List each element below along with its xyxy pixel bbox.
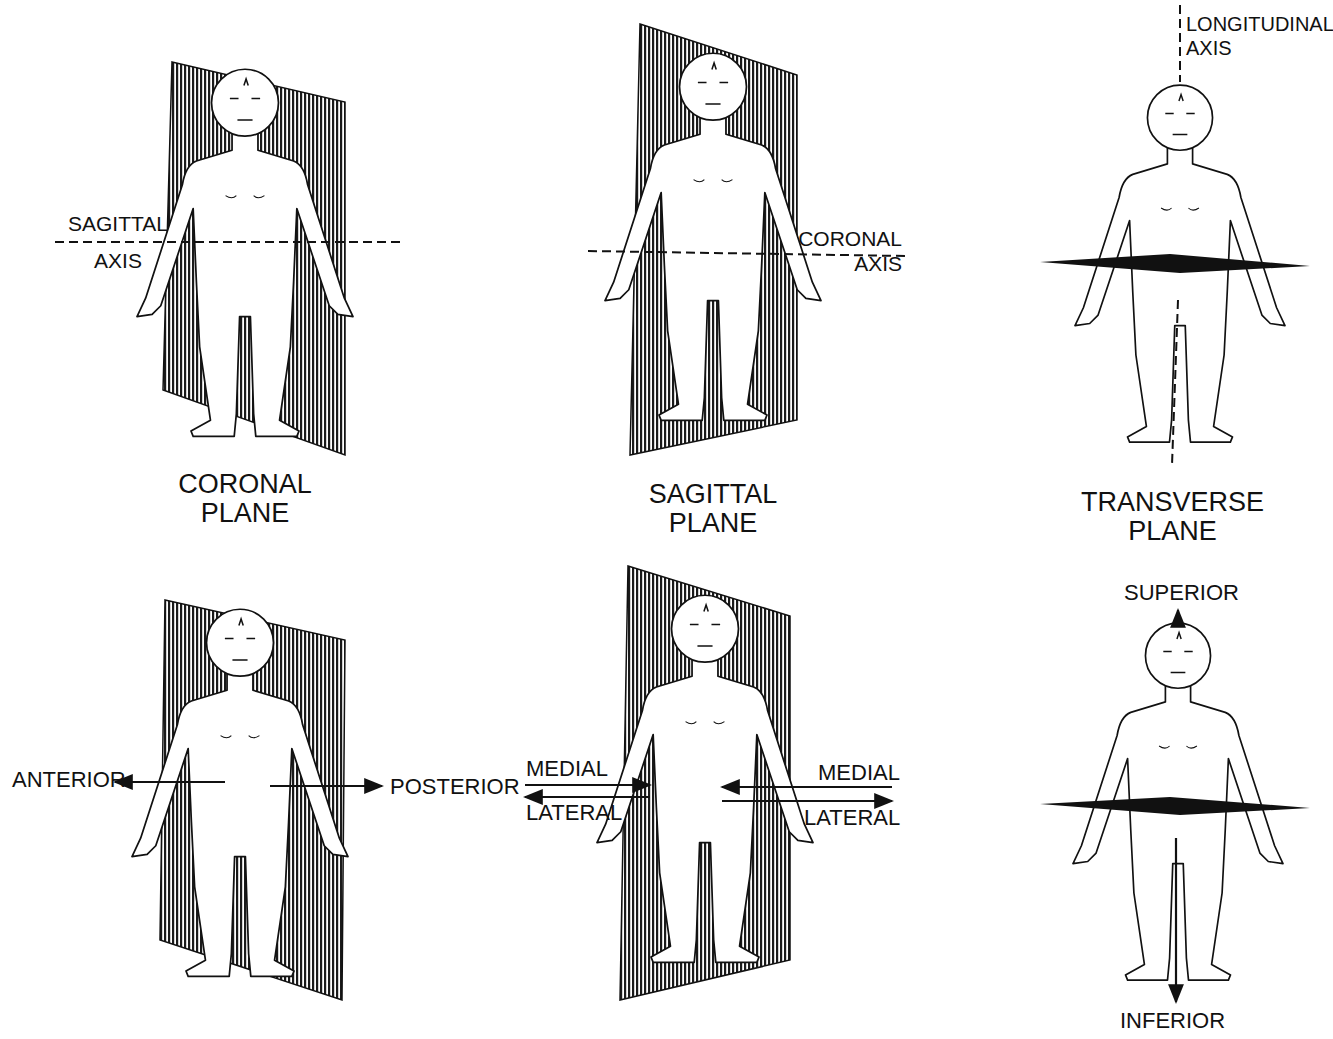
sagittal-axis-line — [55, 241, 400, 243]
direction-label: ANTERIOR — [12, 767, 132, 793]
direction-arrow — [722, 800, 892, 802]
axis-label: LONGITUDINAL AXIS — [1186, 12, 1333, 60]
direction-label: LATERAL — [804, 805, 924, 831]
transverse-plane — [1040, 797, 1310, 815]
direction-arrow — [270, 785, 382, 787]
plane-label: SAGITTAL PLANE — [628, 480, 798, 538]
axis-label: CORONAL AXIS — [790, 226, 902, 276]
child-figure — [597, 595, 813, 962]
direction-label: LATERAL — [526, 800, 646, 826]
direction-label: SUPERIOR — [1124, 580, 1254, 606]
direction-label: MEDIAL — [818, 760, 938, 786]
axis-label: SAGITTAL AXIS — [62, 206, 174, 280]
direction-label: POSTERIOR — [390, 774, 520, 800]
direction-arrow — [722, 786, 892, 788]
direction-label: INFERIOR — [1120, 1008, 1250, 1034]
direction-arrow — [525, 796, 650, 798]
direction-arrow — [115, 781, 225, 783]
longitudinal-axis-line — [1172, 300, 1178, 465]
direction-arrow — [525, 784, 650, 786]
child-figure — [137, 69, 353, 436]
child-figure — [605, 53, 821, 420]
direction-arrow — [1177, 610, 1179, 624]
longitudinal-axis-line — [1179, 5, 1181, 82]
plane-label: TRANSVERSE PLANE — [1075, 488, 1270, 546]
direction-arrow — [1175, 838, 1177, 1002]
transverse-plane — [1040, 254, 1310, 273]
plane-label: CORONAL PLANE — [160, 470, 330, 528]
child-figure — [132, 609, 348, 976]
direction-label: MEDIAL — [526, 756, 646, 782]
